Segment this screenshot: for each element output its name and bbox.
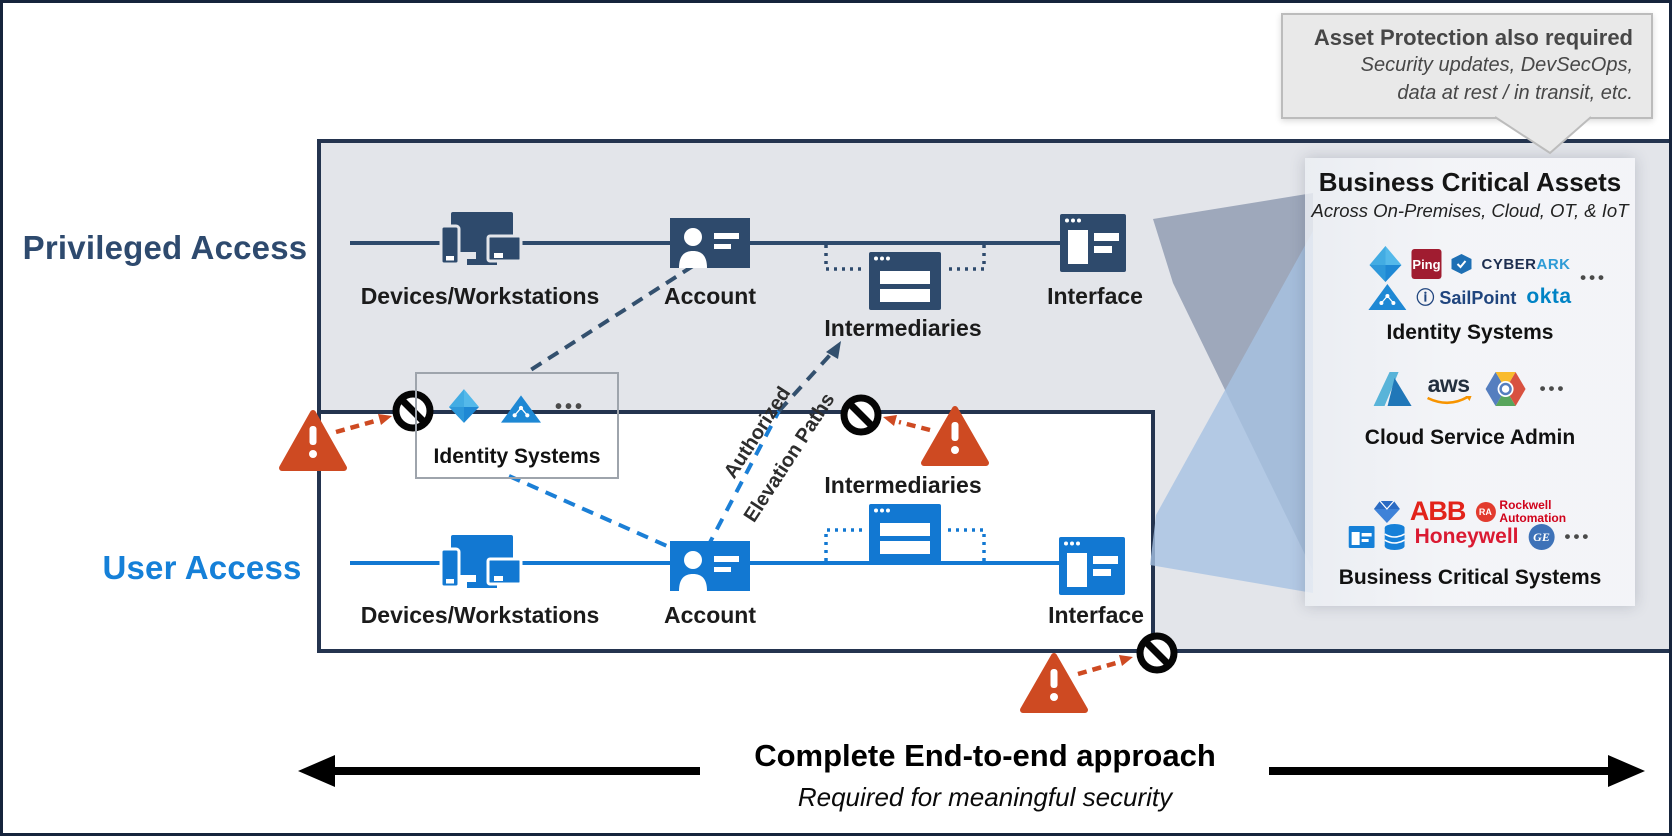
- cloud-service-admin-label: Cloud Service Admin: [1364, 426, 1576, 449]
- privileged-intermediaries-label: Intermediaries: [824, 315, 982, 341]
- app-window-icon: [1348, 526, 1375, 548]
- identity-box-more: •••: [555, 396, 586, 418]
- business-logos-row2: Honeywell GE •••: [1348, 524, 1592, 550]
- privileged-intermediaries-icon: [869, 252, 941, 310]
- callout-body-line1: Security updates, DevSecOps,: [1360, 54, 1633, 76]
- azure-ad-icon: [1369, 246, 1402, 282]
- privileged-intermediaries-bracket-left: [824, 245, 865, 271]
- active-directory-box-icon: [501, 395, 541, 423]
- alert-arrow-middle: [898, 419, 931, 433]
- elevation-path-upper: [777, 353, 832, 413]
- identity-logos-more: •••: [1580, 268, 1607, 287]
- business-logos-more: •••: [1564, 527, 1592, 546]
- privileged-access-title: Privileged Access: [22, 229, 308, 266]
- privileged-intermediaries-bracket-right: [945, 245, 986, 271]
- privileged-account-icon: [670, 218, 750, 268]
- elevation-path-lower: [705, 410, 781, 549]
- user-account-label: Account: [664, 602, 756, 628]
- asset-protection-callout: Asset Protection also required Security …: [1281, 13, 1653, 119]
- azure-icon: [1373, 372, 1412, 406]
- aws-logo: aws: [1426, 372, 1472, 406]
- callout-title: Asset Protection also required: [1313, 25, 1633, 50]
- database-icon: [1384, 524, 1405, 550]
- user-intermediaries-icon: [869, 504, 941, 562]
- blocked-icon-left: [392, 390, 434, 432]
- cyberark-icon: [1451, 254, 1472, 274]
- gem-icon: [1373, 500, 1400, 523]
- warning-triangle-bottom: [1020, 653, 1088, 713]
- cloud-logos-row: aws •••: [1373, 372, 1567, 406]
- privileged-account-identity-connector: [527, 264, 695, 373]
- business-critical-systems-label: Business Critical Systems: [1338, 566, 1602, 589]
- user-intermediaries-bracket-left: [824, 528, 865, 561]
- privileged-devices-label: Devices/Workstations: [360, 283, 600, 309]
- elevation-path-arrowhead: [826, 341, 841, 359]
- user-intermediaries-bracket-right: [945, 528, 986, 561]
- user-access-zone: [317, 410, 1155, 653]
- identity-logos-row1: Ping CYBERARK: [1369, 246, 1570, 282]
- identity-box-label: Identity Systems: [433, 445, 601, 468]
- abb-logo: ABB: [1409, 496, 1466, 526]
- user-interface-label: Interface: [1048, 602, 1144, 628]
- blocked-icon-middle: [840, 394, 882, 436]
- callout-tail: [1494, 116, 1592, 155]
- okta-logo: okta: [1526, 285, 1572, 308]
- aws-smile-icon: [1427, 395, 1472, 404]
- sailpoint-logo: ⓘ SailPoint: [1416, 288, 1517, 308]
- footer-subtitle: Required for meaningful security: [797, 782, 1173, 812]
- user-interface-icon: [1059, 537, 1125, 595]
- business-critical-assets-panel: Business Critical Assets Across On-Premi…: [1305, 158, 1635, 606]
- warning-triangle-middle: [921, 406, 989, 466]
- panel-subtitle: Across On-Premises, Cloud, OT, & IoT: [1311, 200, 1629, 221]
- diagram-shapes-layer: [279, 116, 1645, 787]
- identity-user-account-connector: [508, 474, 668, 548]
- ping-identity-logo: Ping: [1411, 249, 1442, 279]
- cloud-logos-more: •••: [1539, 379, 1567, 398]
- user-devices-icon: [439, 535, 523, 589]
- user-intermediaries-label: Intermediaries: [824, 472, 982, 498]
- alert-arrow-middle-head: [883, 415, 897, 426]
- blocked-icon-bottom: [1136, 632, 1178, 674]
- panel-title: Business Critical Assets: [1318, 167, 1622, 197]
- end-to-end-arrow: [298, 755, 1645, 787]
- cyberark-logo: CYBERARK: [1481, 255, 1571, 273]
- privileged-interface-icon: [1060, 214, 1126, 272]
- alert-arrow-bottom-head: [1119, 655, 1133, 666]
- identity-systems-group-label: Identity Systems: [1386, 321, 1554, 344]
- ge-logo: GE: [1528, 524, 1555, 550]
- warning-triangle-left: [279, 410, 347, 471]
- funnel-triangle-blue: [1150, 231, 1313, 593]
- alert-arrow-left-head: [378, 414, 392, 425]
- privileged-account-label: Account: [664, 283, 756, 309]
- user-account-icon: [670, 541, 750, 591]
- footer-title: Complete End-to-end approach: [754, 738, 1216, 773]
- privileged-devices-icon: [439, 212, 523, 266]
- active-directory-icon: [1368, 284, 1407, 310]
- azure-ad-box-icon: [449, 389, 479, 423]
- google-cloud-icon: [1485, 372, 1526, 406]
- alert-arrow-left: [335, 418, 376, 435]
- privileged-interface-label: Interface: [1047, 283, 1143, 309]
- identity-logos-row2: ⓘ SailPoint okta: [1368, 284, 1571, 310]
- user-devices-label: Devices/Workstations: [360, 602, 600, 628]
- identity-systems-box: ••• Identity Systems: [415, 372, 619, 479]
- honeywell-logo: Honeywell: [1414, 525, 1519, 548]
- callout-body-line2: data at rest / in transit, etc.: [1397, 82, 1633, 105]
- alert-arrow-bottom: [1077, 660, 1117, 677]
- user-access-title: User Access: [102, 549, 302, 586]
- funnel-triangles-layer: [1150, 193, 1313, 593]
